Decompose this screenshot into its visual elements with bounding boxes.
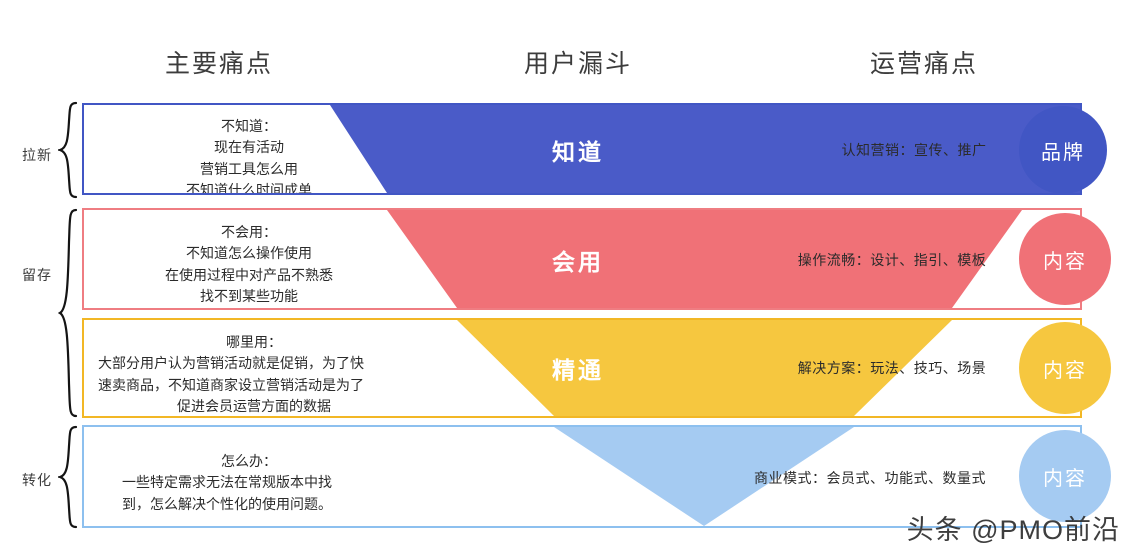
pain-point-line-2-1: 不知道怎么操作使用 <box>186 245 312 262</box>
ops-pain-point-4: 商业模式：会员式、功能式、数量式 <box>754 470 986 486</box>
pain-point-line-1-1: 现在有活动 <box>214 139 284 156</box>
pain-point-block-1: 不知道： 现在有活动 营销工具怎么用 不知道什么时间成单 <box>84 116 414 195</box>
column-header-ops-pain-points: 运营痛点 <box>870 50 979 78</box>
ops-pain-point-2: 操作流畅：设计、指引、模板 <box>797 252 987 268</box>
badge-content-2[interactable]: 内容 <box>1019 213 1111 305</box>
stage-label-conversion: 转化 <box>22 472 52 488</box>
pain-point-block-2: 不会用： 不知道怎么操作使用 在使用过程中对产品不熟悉 找不到某些功能 <box>84 222 414 307</box>
pain-point-block-3: 哪里用： 大部分用户认为营销活动就是促销，为了快 速卖商品，不知道商家设立营销活… <box>86 332 422 416</box>
watermark: 头条 @PMO前沿 <box>906 515 1120 545</box>
funnel-row-know: 不知道： 现在有活动 营销工具怎么用 不知道什么时间成单 知道 认知营销：宣传、… <box>82 103 1082 195</box>
badge-content-4[interactable]: 内容 <box>1019 430 1111 522</box>
pain-point-title-4: 怎么办： <box>221 453 277 469</box>
funnel-stage-word-mastery: 精通 <box>552 357 604 383</box>
pain-point-line-4-1: 一些特定需求无法在常规版本中找 <box>122 474 332 491</box>
badge-content-3[interactable]: 内容 <box>1019 322 1111 414</box>
funnel-stage-word-personalization: 个性 <box>554 467 606 493</box>
pain-point-line-3-1: 大部分用户认为营销活动就是促销，为了快 <box>98 355 364 372</box>
column-header-funnel: 用户漏斗 <box>524 50 633 78</box>
funnel-row-mastery: 哪里用： 大部分用户认为营销活动就是促销，为了快 速卖商品，不知道商家设立营销活… <box>82 318 1082 418</box>
column-header-pain-points: 主要痛点 <box>165 50 274 78</box>
pain-point-block-4: 怎么办： 一些特定需求无法在常规版本中找 到，怎么解决个性化的使用问题。 <box>84 451 414 515</box>
pain-point-title-2: 不会用： <box>221 224 277 240</box>
brace-retention <box>58 208 78 418</box>
pain-point-title-1: 不知道： <box>221 118 277 134</box>
brace-conversion <box>58 425 78 529</box>
ops-pain-point-3: 解决方案：玩法、技巧、场景 <box>797 360 987 376</box>
stage-label-retention: 留存 <box>22 267 52 283</box>
stage-label-acquisition: 拉新 <box>22 147 52 163</box>
pain-point-line-2-2: 在使用过程中对产品不熟悉 <box>165 266 333 283</box>
ops-pain-point-1: 认知营销：宣传、推广 <box>841 142 987 158</box>
funnel-stage-word-usable: 会用 <box>552 249 604 275</box>
funnel-stage-word-know: 知道 <box>552 139 604 165</box>
pain-point-line-1-2: 营销工具怎么用 <box>200 160 298 177</box>
brace-acquisition <box>58 101 78 199</box>
funnel-row-usable: 不会用： 不知道怎么操作使用 在使用过程中对产品不熟悉 找不到某些功能 会用 操… <box>82 208 1082 310</box>
pain-point-line-4-2: 到，怎么解决个性化的使用问题。 <box>122 495 332 512</box>
pain-point-line-1-3: 不知道什么时间成单 <box>186 181 312 195</box>
badge-brand[interactable]: 品牌 <box>1019 106 1107 194</box>
pain-point-title-3: 哪里用： <box>226 334 282 350</box>
pain-point-line-3-3: 促进会员运营方面的数据 <box>177 397 331 414</box>
pain-point-line-2-3: 找不到某些功能 <box>200 287 298 304</box>
pain-point-line-3-2: 速卖商品，不知道商家设立营销活动是为了 <box>98 376 364 393</box>
